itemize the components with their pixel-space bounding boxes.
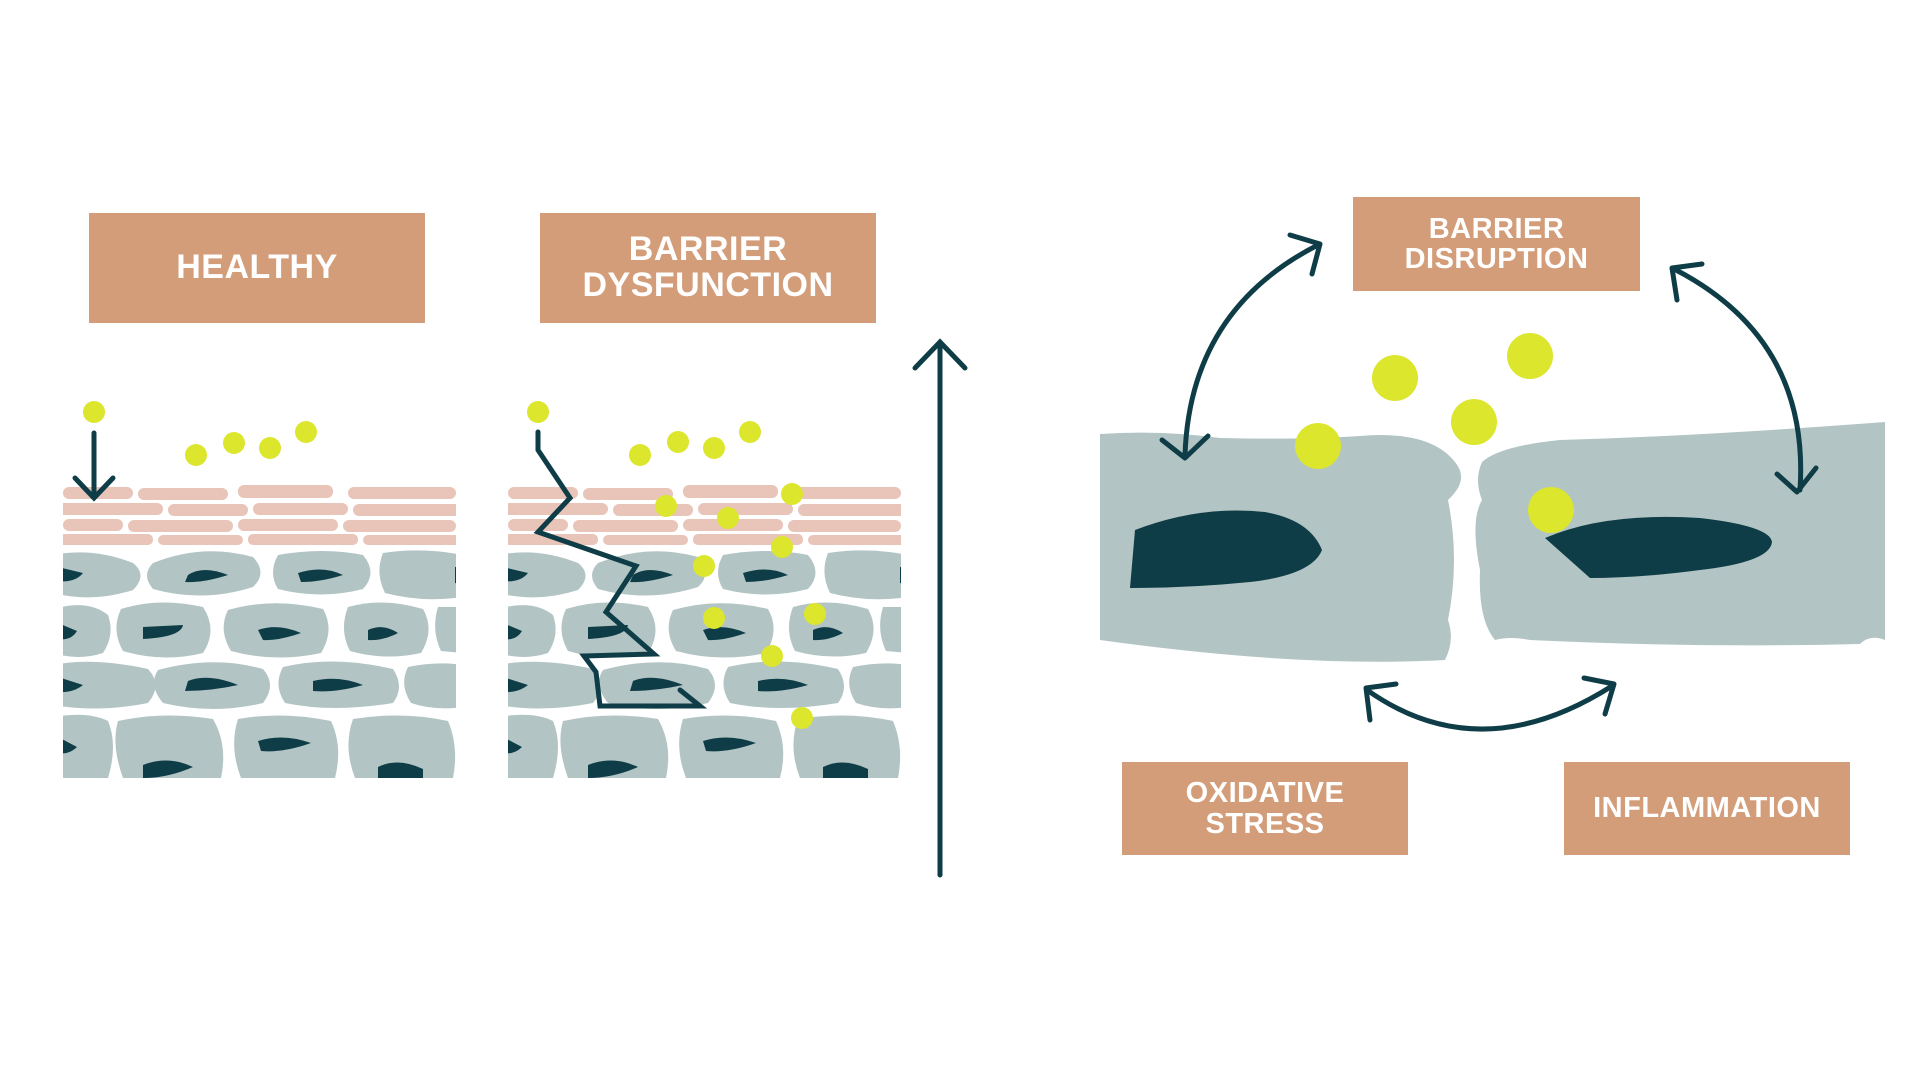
barrier-dysfunction-label-text: BARRIER DYSFUNCTION bbox=[582, 230, 834, 304]
double-headed-arrow-icon bbox=[1669, 261, 1819, 495]
cell-pair-illustration bbox=[1100, 422, 1885, 662]
arrow-down-icon bbox=[72, 430, 116, 502]
dysfunction-particles bbox=[527, 401, 826, 729]
double-headed-arrow-icon bbox=[1159, 232, 1323, 461]
arrow-up-icon bbox=[912, 338, 968, 878]
barrier-dysfunction-label: BARRIER DYSFUNCTION bbox=[540, 213, 876, 323]
inflammation-label: INFLAMMATION bbox=[1564, 762, 1850, 855]
double-headed-arrow-icon bbox=[1363, 675, 1617, 732]
oxidative-particles bbox=[1295, 333, 1574, 533]
lightning-crack-icon bbox=[533, 429, 708, 709]
healthy-label: HEALTHY bbox=[89, 213, 425, 323]
oxidative-stress-label-text: OXIDATIVE STRESS bbox=[1185, 777, 1345, 840]
healthy-particles bbox=[83, 401, 317, 466]
healthy-skin-panel bbox=[63, 485, 456, 778]
healthy-label-text: HEALTHY bbox=[176, 248, 338, 287]
oxidative-stress-label: OXIDATIVE STRESS bbox=[1122, 762, 1408, 855]
inflammation-label-text: INFLAMMATION bbox=[1593, 792, 1821, 825]
barrier-disruption-label-text: BARRIER DISRUPTION bbox=[1404, 212, 1589, 275]
barrier-disruption-label: BARRIER DISRUPTION bbox=[1353, 197, 1640, 291]
dysfunction-skin-panel bbox=[508, 485, 901, 778]
